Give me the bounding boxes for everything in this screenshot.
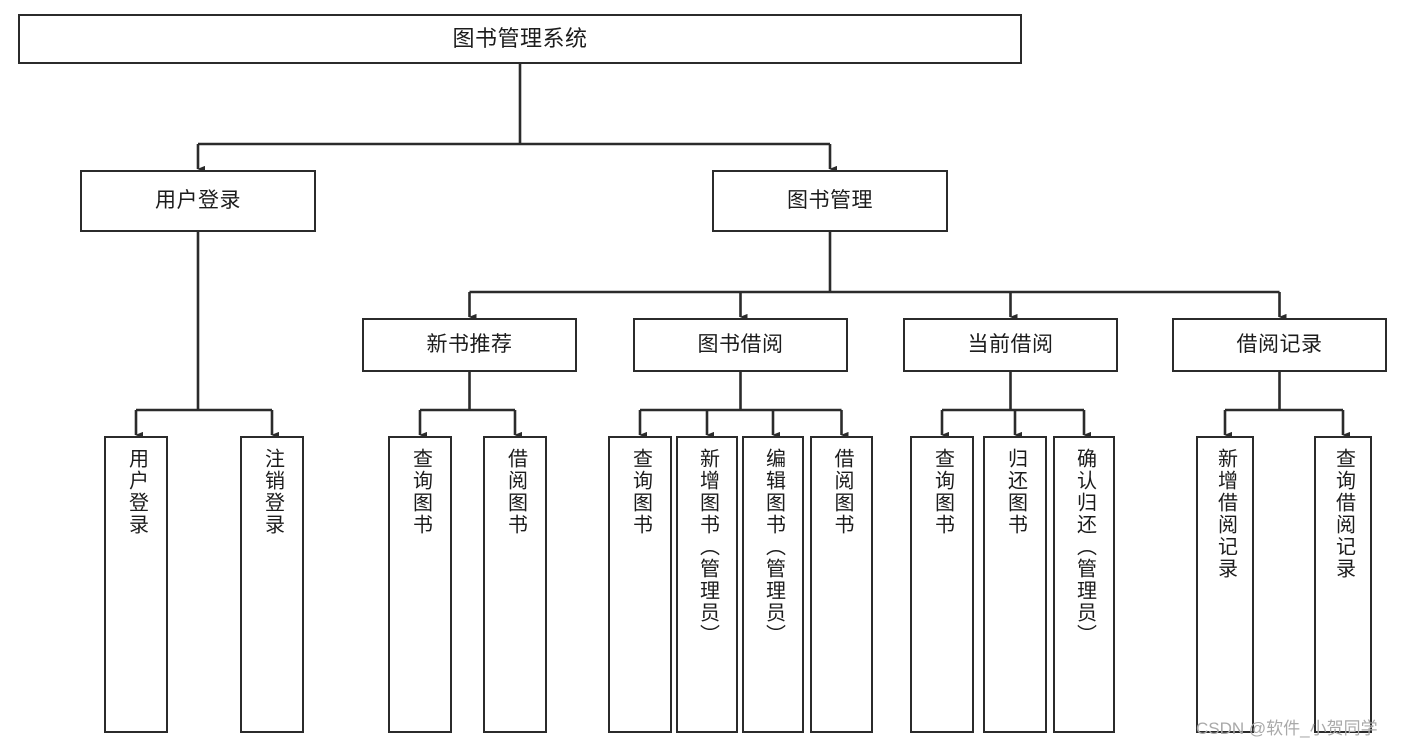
node-new-book-recommend-label: 新书推荐 [426,332,513,356]
node-leaf-query-book-1-label: 查询图书 [409,448,432,536]
node-leaf-query-book-2-label: 查询图书 [629,448,652,536]
node-leaf-query-book-1[interactable]: 查询图书 [388,436,452,733]
node-current-borrow-label: 当前借阅 [967,332,1054,356]
node-root[interactable]: 图书管理系统 [18,14,1022,64]
node-root-label: 图书管理系统 [452,26,588,52]
node-leaf-query-record[interactable]: 查询借阅记录 [1314,436,1372,733]
node-user-login[interactable]: 用户登录 [80,170,316,232]
node-leaf-borrow-book-2-label: 借阅图书 [831,448,853,536]
node-leaf-query-book-3-label: 查询图书 [931,448,954,536]
node-leaf-logout[interactable]: 注销登录 [240,436,304,733]
node-leaf-confirm-return[interactable]: 确认归还（管理员） [1053,436,1115,733]
node-new-book-recommend[interactable]: 新书推荐 [362,318,577,372]
node-user-login-label: 用户登录 [155,188,241,212]
node-leaf-logout-label: 注销登录 [261,448,284,536]
node-leaf-edit-book[interactable]: 编辑图书（管理员） [742,436,804,733]
node-leaf-query-book-2[interactable]: 查询图书 [608,436,672,733]
csdn-watermark: CSDN @软件_小贺同学 [1196,719,1378,738]
node-borrow-record-label: 借阅记录 [1236,332,1323,356]
node-leaf-borrow-book-1[interactable]: 借阅图书 [483,436,547,733]
node-leaf-borrow-book-2[interactable]: 借阅图书 [810,436,873,733]
node-leaf-add-book[interactable]: 新增图书（管理员） [676,436,738,733]
node-leaf-user-login-label: 用户登录 [125,448,148,536]
node-leaf-borrow-book-1-label: 借阅图书 [504,448,527,536]
node-current-borrow[interactable]: 当前借阅 [903,318,1118,372]
node-leaf-query-book-3[interactable]: 查询图书 [910,436,974,733]
node-leaf-return-book-label: 归还图书 [1004,448,1027,536]
node-leaf-add-record-label: 新增借阅记录 [1214,448,1237,580]
node-leaf-add-record[interactable]: 新增借阅记录 [1196,436,1254,733]
node-leaf-return-book[interactable]: 归还图书 [983,436,1047,733]
node-book-manage[interactable]: 图书管理 [712,170,948,232]
node-book-borrow[interactable]: 图书借阅 [633,318,848,372]
node-leaf-add-book-label: 新增图书（管理员） [696,448,719,646]
node-borrow-record[interactable]: 借阅记录 [1172,318,1387,372]
node-book-borrow-label: 图书借阅 [697,332,784,356]
node-leaf-confirm-return-label: 确认归还（管理员） [1073,448,1096,646]
node-leaf-edit-book-label: 编辑图书（管理员） [762,448,785,646]
node-leaf-query-record-label: 查询借阅记录 [1332,448,1355,580]
node-book-manage-label: 图书管理 [787,188,873,212]
node-leaf-user-login[interactable]: 用户登录 [104,436,168,733]
